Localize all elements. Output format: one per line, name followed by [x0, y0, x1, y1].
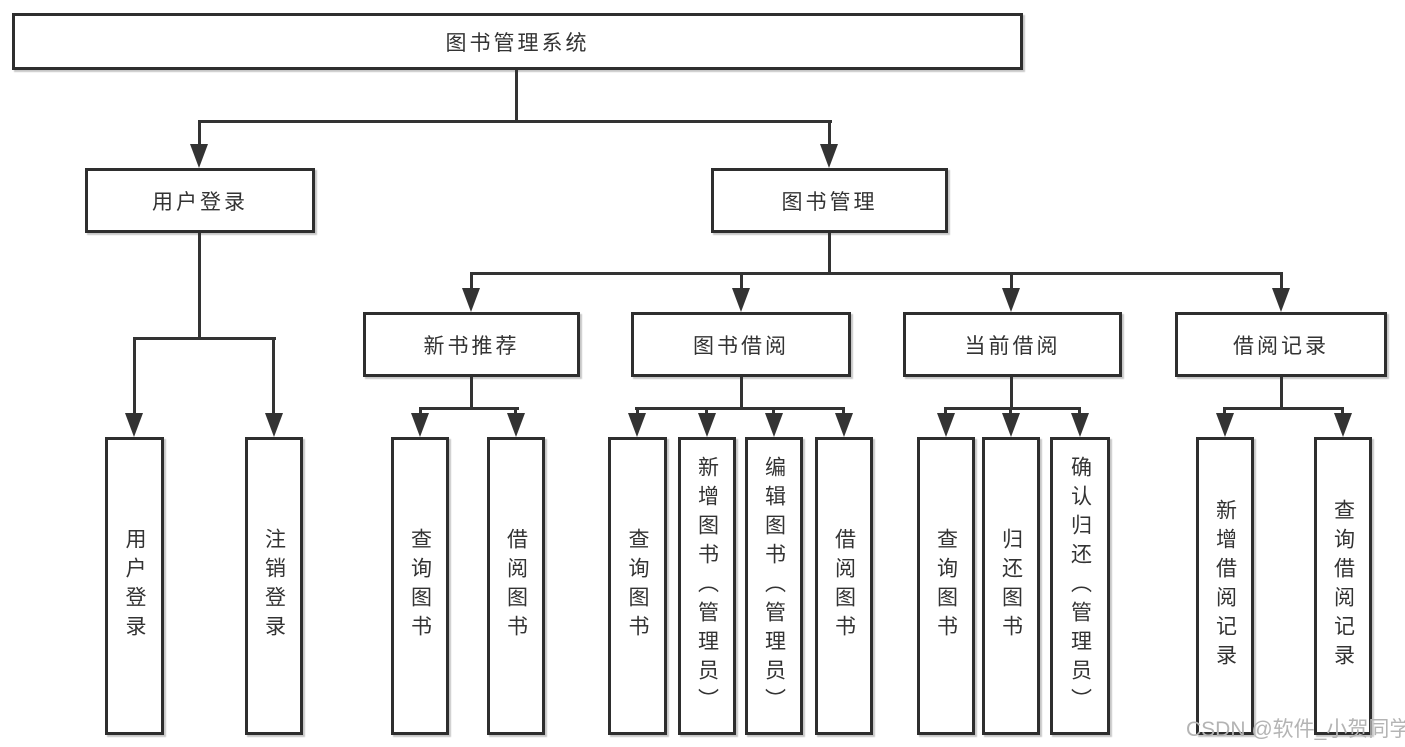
node-book-management-label: 图书管理 — [781, 190, 878, 214]
node-leaf-confirm-return-admin-label: 确认归还（管理员） — [1068, 455, 1092, 717]
node-library-system-label: 图书管理系统 — [445, 31, 590, 55]
node-leaf-query-borrow-record: 查询借阅记录 — [1314, 437, 1372, 735]
node-leaf-query-books-recommend: 查询图书 — [391, 437, 449, 735]
arrow-down-icon — [820, 144, 838, 168]
connector-line — [514, 407, 517, 417]
connector-line — [198, 120, 832, 123]
connector-line — [1223, 407, 1226, 417]
node-leaf-borrow-books: 借阅图书 — [815, 437, 873, 735]
node-leaf-query-books-borrowing-label: 查询图书 — [626, 528, 650, 644]
connector-line — [772, 407, 775, 417]
connector-line — [1280, 272, 1283, 292]
connector-line — [635, 407, 845, 410]
connector-line — [740, 272, 743, 292]
node-new-book-recommendation: 新书推荐 — [363, 312, 580, 377]
arrow-down-icon — [732, 288, 750, 312]
arrow-down-icon — [628, 413, 646, 437]
arrow-down-icon — [411, 413, 429, 437]
connector-line — [1010, 377, 1013, 409]
connector-line — [944, 407, 947, 417]
csdn-watermark: CSDN @软件_小贺同学 — [1186, 718, 1405, 741]
node-book-borrowing: 图书借阅 — [631, 312, 851, 377]
connector-line — [198, 120, 201, 148]
arrow-down-icon — [265, 413, 283, 437]
node-leaf-query-books-borrowing: 查询图书 — [608, 437, 667, 735]
node-leaf-add-borrow-record-label: 新增借阅记录 — [1213, 499, 1237, 673]
node-leaf-user-login-label: 用户登录 — [123, 528, 147, 644]
node-leaf-add-borrow-record: 新增借阅记录 — [1196, 437, 1254, 735]
arrow-down-icon — [125, 413, 143, 437]
connector-line — [740, 377, 743, 409]
connector-line — [1280, 377, 1283, 409]
connector-line — [636, 407, 639, 417]
arrow-down-icon — [1071, 413, 1089, 437]
connector-line — [944, 407, 1081, 410]
node-leaf-query-books-current-label: 查询图书 — [934, 528, 958, 644]
node-leaf-query-books-current: 查询图书 — [917, 437, 975, 735]
node-borrowing-records-label: 借阅记录 — [1233, 334, 1329, 358]
connector-line — [470, 272, 1283, 275]
connector-line — [470, 377, 473, 409]
arrow-down-icon — [937, 413, 955, 437]
connector-line — [705, 407, 708, 417]
arrow-down-icon — [765, 413, 783, 437]
node-borrowing-records: 借阅记录 — [1175, 312, 1387, 377]
connector-line — [419, 407, 422, 417]
connector-line — [419, 407, 519, 410]
connector-line — [1009, 407, 1012, 417]
connector-line — [470, 272, 473, 292]
arrow-down-icon — [1216, 413, 1234, 437]
node-book-management: 图书管理 — [711, 168, 948, 233]
node-leaf-add-books-admin-label: 新增图书（管理员） — [695, 455, 719, 717]
arrow-down-icon — [835, 413, 853, 437]
node-leaf-borrow-books-recommend-label: 借阅图书 — [504, 528, 528, 644]
arrow-down-icon — [507, 413, 525, 437]
node-user-login-label: 用户登录 — [152, 190, 248, 214]
node-current-borrowing: 当前借阅 — [903, 312, 1122, 377]
node-leaf-edit-books-admin: 编辑图书（管理员） — [745, 437, 803, 735]
node-leaf-logout-label: 注销登录 — [262, 528, 286, 644]
connector-line — [842, 407, 845, 417]
node-leaf-borrow-books-recommend: 借阅图书 — [487, 437, 545, 735]
connector-line — [133, 337, 276, 340]
arrow-down-icon — [462, 288, 480, 312]
node-current-borrowing-label: 当前借阅 — [964, 334, 1061, 358]
node-leaf-borrow-books-label: 借阅图书 — [832, 528, 856, 644]
node-leaf-query-borrow-record-label: 查询借阅记录 — [1331, 499, 1355, 673]
node-leaf-user-login: 用户登录 — [105, 437, 164, 735]
node-new-book-recommendation-label: 新书推荐 — [423, 334, 520, 358]
arrow-down-icon — [1002, 288, 1020, 312]
connector-line — [1223, 407, 1344, 410]
connector-line — [198, 233, 201, 337]
node-library-system: 图书管理系统 — [12, 13, 1023, 70]
node-leaf-return-books-label: 归还图书 — [999, 528, 1023, 644]
node-leaf-query-books-recommend-label: 查询图书 — [408, 528, 432, 644]
connector-line — [133, 337, 136, 417]
connector-line — [828, 120, 831, 148]
connector-line — [515, 70, 518, 120]
connector-line — [1078, 407, 1081, 417]
arrow-down-icon — [698, 413, 716, 437]
arrow-down-icon — [190, 144, 208, 168]
node-leaf-edit-books-admin-label: 编辑图书（管理员） — [762, 455, 786, 717]
node-leaf-logout: 注销登录 — [245, 437, 303, 735]
arrow-down-icon — [1002, 413, 1020, 437]
connector-line — [272, 337, 275, 417]
arrow-down-icon — [1272, 288, 1290, 312]
connector-line — [828, 233, 831, 275]
node-leaf-return-books: 归还图书 — [982, 437, 1040, 735]
node-leaf-confirm-return-admin: 确认归还（管理员） — [1050, 437, 1110, 735]
arrow-down-icon — [1334, 413, 1352, 437]
node-leaf-add-books-admin: 新增图书（管理员） — [678, 437, 736, 735]
node-book-borrowing-label: 图书借阅 — [693, 334, 789, 358]
connector-line — [1010, 272, 1013, 292]
node-user-login: 用户登录 — [85, 168, 315, 233]
connector-line — [1341, 407, 1344, 417]
